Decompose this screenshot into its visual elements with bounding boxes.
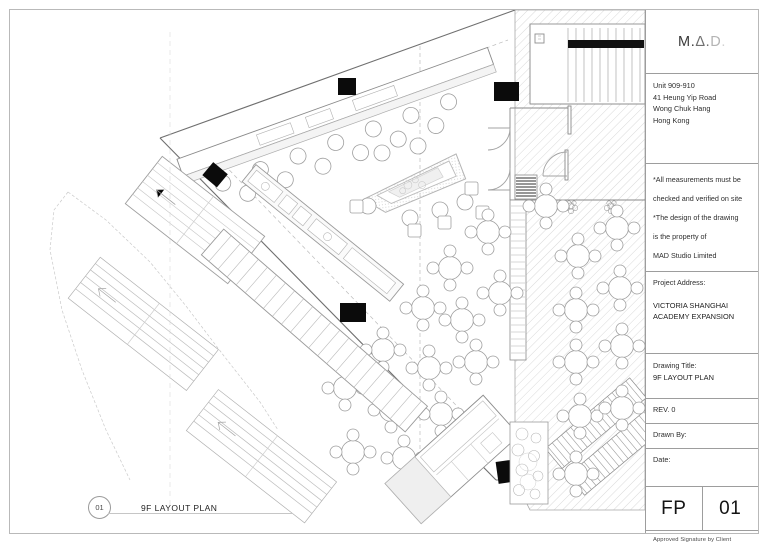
drawing-number-circle: 01 [88,496,111,519]
address-line-2: 41 Heung Yip Road [653,92,717,102]
table [329,428,377,476]
note-line-3: *The design of the drawing [653,213,739,222]
drawn-by-label: Drawn By: [653,430,687,439]
floor-plan-svg [49,10,645,525]
address-line-4: Hong Kong [653,115,690,125]
logo-part-1: M. [678,33,696,50]
label-underline [108,513,293,514]
project-address-line-2: ACADEMY EXPANSION [653,312,735,321]
triangular-planter [349,137,490,238]
note-line-5: MAD Studio Limited [653,251,717,260]
logo-part-4: . [721,33,726,50]
logo-part-3: D [710,33,722,50]
upper-right-rooms [529,23,645,105]
project-address-field: Project Address: VICTORIA SHANGHAI ACADE… [646,272,758,354]
table [452,338,500,386]
stair-wall-black [568,40,644,48]
note-line-4: is the property of [653,232,707,241]
drawing-key-label: 01 9F LAYOUT PLAN [88,496,293,519]
bottom-service-room [384,394,520,525]
table [399,284,447,332]
top-service-counter [176,46,497,202]
sheet-code: FP 01 [646,487,758,531]
studio-address: Unit 909-910 41 Heung Yip Road Wong Chuk… [646,74,758,164]
disclaimer-notes: *All measurements must be checked and ve… [646,164,758,272]
column [340,303,366,322]
left-stairs [49,191,338,524]
column [494,82,519,101]
revision-value: REV. 0 [653,405,676,414]
logo-part-2: Δ. [695,33,711,50]
kitchen-counter [241,163,405,302]
table [426,244,474,292]
bottom-plant-mass [509,421,549,505]
project-address-label: Project Address: [653,278,706,287]
right-balcony-strip [509,199,527,361]
table [405,344,453,392]
drawn-by-field: Drawn By: [646,424,758,449]
column [202,162,228,188]
drawing-title-label: Drawing Title: [653,361,697,370]
mid-left-ribbed-ramp [200,228,429,433]
vertical-shaft [514,174,538,200]
sheet-code-number: 01 [719,497,742,519]
revision-field: REV. 0 [646,399,758,424]
drawing-title-value: 9F LAYOUT PLAN [653,373,714,382]
table [464,208,512,256]
right-corridor-doors [487,105,645,201]
drawing-title-field: Drawing Title: 9F LAYOUT PLAN [646,354,758,399]
table [438,296,486,344]
address-line-3: Wong Chuk Hang [653,104,711,113]
title-block: M.Δ.D. Unit 909-910 41 Heung Yip Road Wo… [645,10,758,543]
project-address-line-1: VICTORIA SHANGHAI [653,301,729,310]
note-line-1: *All measurements must be [653,175,741,184]
drawing-label-text: 9F LAYOUT PLAN [141,502,218,513]
signature-caption: Approved Signature by Client [653,537,732,543]
column [338,78,356,95]
date-field: Date: [646,449,758,487]
address-line-1: Unit 909-910 [653,81,695,90]
floor-plan-drawing-area[interactable] [10,10,645,533]
studio-logo: M.Δ.D. [646,10,758,74]
signature-field: Approved Signature by Client [646,531,758,543]
sheet-code-prefix: FP [646,487,703,530]
note-line-2: checked and verified on site [653,194,743,203]
date-label: Date: [653,455,671,464]
